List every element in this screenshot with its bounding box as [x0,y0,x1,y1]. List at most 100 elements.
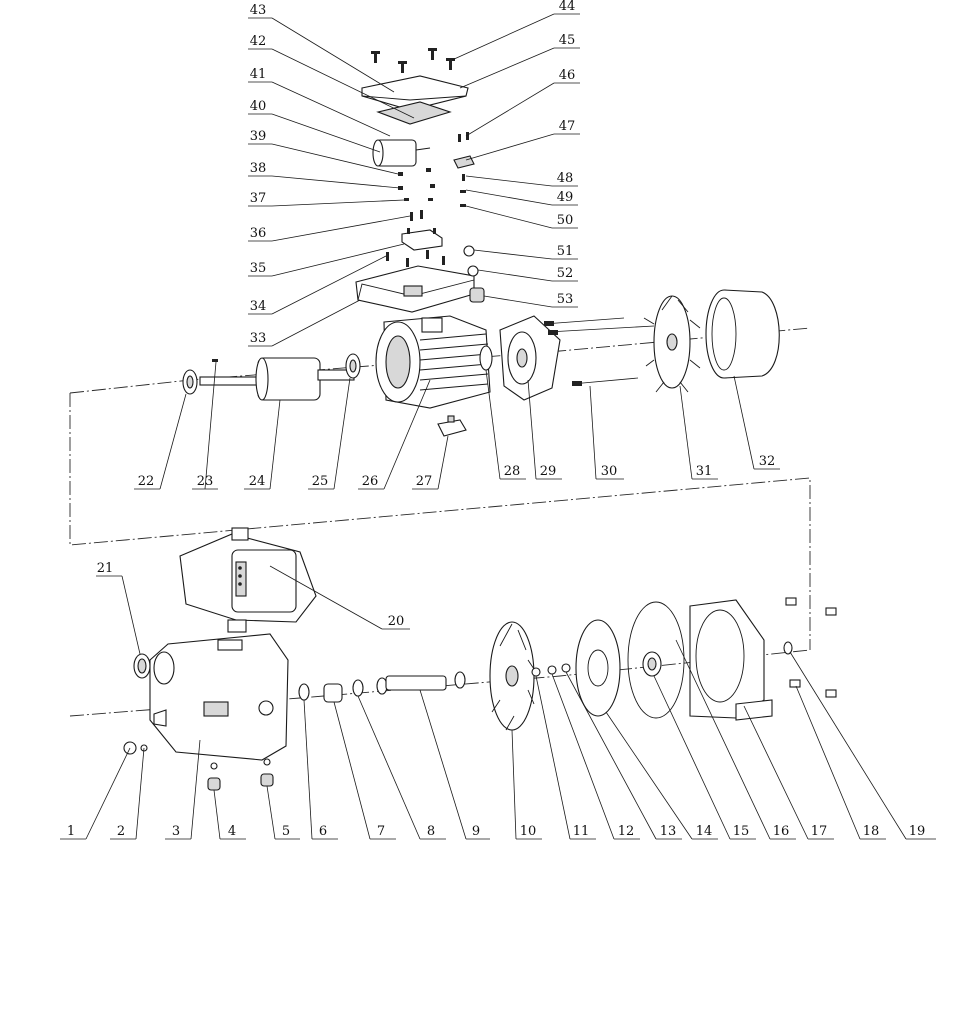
part-number-label: 8 [427,824,435,839]
part-number-label: 7 [377,824,385,839]
part-number-label: 13 [660,824,677,839]
callout-leader [527,379,537,480]
part-number-label: 27 [416,474,433,489]
callout-leader [483,295,553,308]
bracket-bolts [785,597,837,698]
part-number-label: 46 [559,68,576,83]
callout-leader [485,369,501,480]
callout-leader [465,133,555,161]
callout-leader [477,269,553,282]
callout-leader [303,699,313,840]
callout-leader [333,701,371,840]
part-number-label: 23 [197,474,214,489]
callout-leader [271,143,399,175]
part-number-label: 32 [759,454,776,469]
callout-leader [213,789,221,840]
callout-leaders [60,13,936,840]
callout-leader [789,651,907,840]
callout-leader [589,385,597,480]
callout-leader [271,255,387,315]
pump-body [149,633,289,761]
callout-leader [204,361,217,490]
part-number-label: 25 [312,474,329,489]
callout-leader [451,13,555,61]
fan-cover [705,289,780,379]
part-number-label: 34 [250,299,267,314]
callout-leader [605,711,693,840]
callout-leader [675,639,771,840]
callout-leader [459,47,555,89]
mechanical-seal [642,651,662,677]
impeller [575,619,621,717]
casing-o-ring [627,601,685,719]
part-number-label: 9 [472,824,480,839]
part-number-label: 41 [250,67,267,82]
callout-leader [269,565,383,630]
callout-leader [271,215,411,242]
pump-bracket [689,599,773,721]
callout-leader [271,299,361,347]
callout-leader [419,689,467,840]
callout-leader [743,705,809,840]
terminal-box-cover [361,75,469,111]
callout-leader [465,175,553,187]
callout-leader [535,675,571,840]
part-number-label: 16 [773,824,790,839]
callout-leader [565,671,657,840]
callout-leader [357,695,421,840]
part-number-label: 6 [319,824,327,839]
part-number-label: 24 [249,474,266,489]
part-number-label: 2 [117,824,125,839]
part-number-label: 49 [557,190,574,205]
motor-housing [375,315,491,409]
part-number-label: 14 [696,824,713,839]
part-number-label: 51 [557,244,574,259]
part-number-label: 50 [557,213,574,228]
part-number-label: 1 [67,824,75,839]
part-number-label: 15 [733,824,750,839]
part-number-label: 37 [250,191,267,206]
callout-leader [271,175,401,189]
callout-leader [795,685,861,840]
cooling-fan [643,295,701,393]
rear-bearing [182,369,198,395]
terminal-small-parts [398,168,435,221]
callout-leader [473,249,553,260]
part-number-label: 5 [282,824,290,839]
pressure-controller [179,527,317,633]
tie-rods [543,317,655,386]
part-number-label: 21 [97,561,114,576]
part-number-label: 38 [250,161,267,176]
part-number-label: 26 [362,474,379,489]
part-number-label: 42 [250,34,267,49]
callout-leader [271,17,395,93]
callout-leader [121,575,141,655]
terminal-block [401,228,443,251]
terminal-box-base [355,265,475,313]
callout-leader [271,243,405,277]
part-number-label: 18 [863,824,880,839]
part-number-label: 17 [811,824,828,839]
callout-leader [465,189,553,206]
callout-leader [465,82,555,137]
part-number-label: 3 [172,824,180,839]
callout-leader [271,113,381,153]
part-number-label: 22 [138,474,155,489]
terminal-box-cover-screws [371,48,455,73]
callout-leader [465,205,553,229]
part-number-label: 12 [618,824,635,839]
drain-plugs [123,741,274,791]
rotor-shaft [199,357,355,401]
callout-leader [190,739,201,840]
motor-foot [437,415,467,437]
part-number-label: 48 [557,171,574,186]
callout-leader [437,435,449,490]
part-number-label: 30 [601,464,618,479]
part-number-label: 31 [696,464,713,479]
housing-o-ring [479,345,493,371]
callout-leader [85,747,131,840]
part-number-label: 47 [559,119,576,134]
callout-leader [271,48,415,119]
part-number-label: 28 [504,464,521,479]
